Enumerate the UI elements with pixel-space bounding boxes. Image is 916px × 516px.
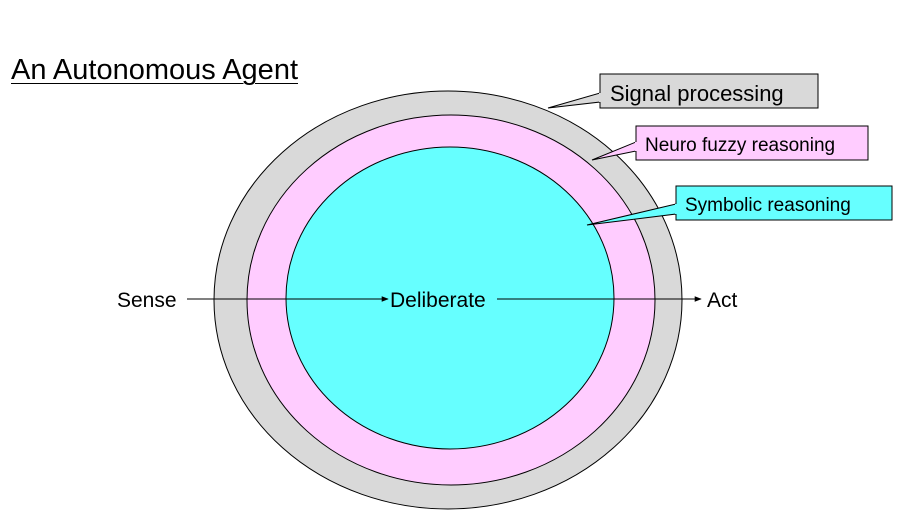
signal-processing-callout: Signal processing [547,73,819,109]
symbolic-reasoning-label: Symbolic reasoning [685,195,851,216]
symbolic-reasoning-callout: Symbolic reasoning [586,185,893,226]
symbolic-reasoning-layer [285,146,615,450]
slide-title: An Autonomous Agent [11,54,298,86]
act-label: Act [707,289,738,312]
signal-processing-label: Signal processing [610,81,784,106]
sense-label: Sense [117,289,177,312]
neuro-fuzzy-callout: Neuro fuzzy reasoning [591,125,869,161]
neuro-fuzzy-label: Neuro fuzzy reasoning [645,135,835,156]
deliberate-label: Deliberate [390,289,486,312]
